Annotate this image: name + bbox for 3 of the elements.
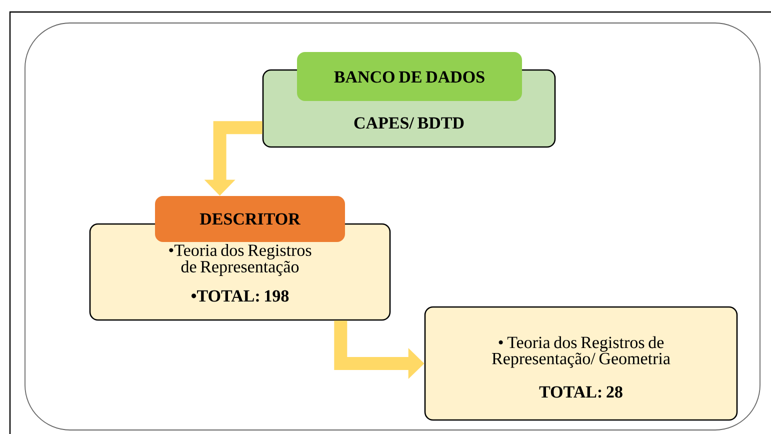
result-box: • Teoria dos Registros de Representação/ Geometria TOTAL: 28 <box>424 306 738 421</box>
header-box: DESCRITOR <box>155 196 345 242</box>
header-box: BANCO DE DADOS <box>297 52 522 101</box>
